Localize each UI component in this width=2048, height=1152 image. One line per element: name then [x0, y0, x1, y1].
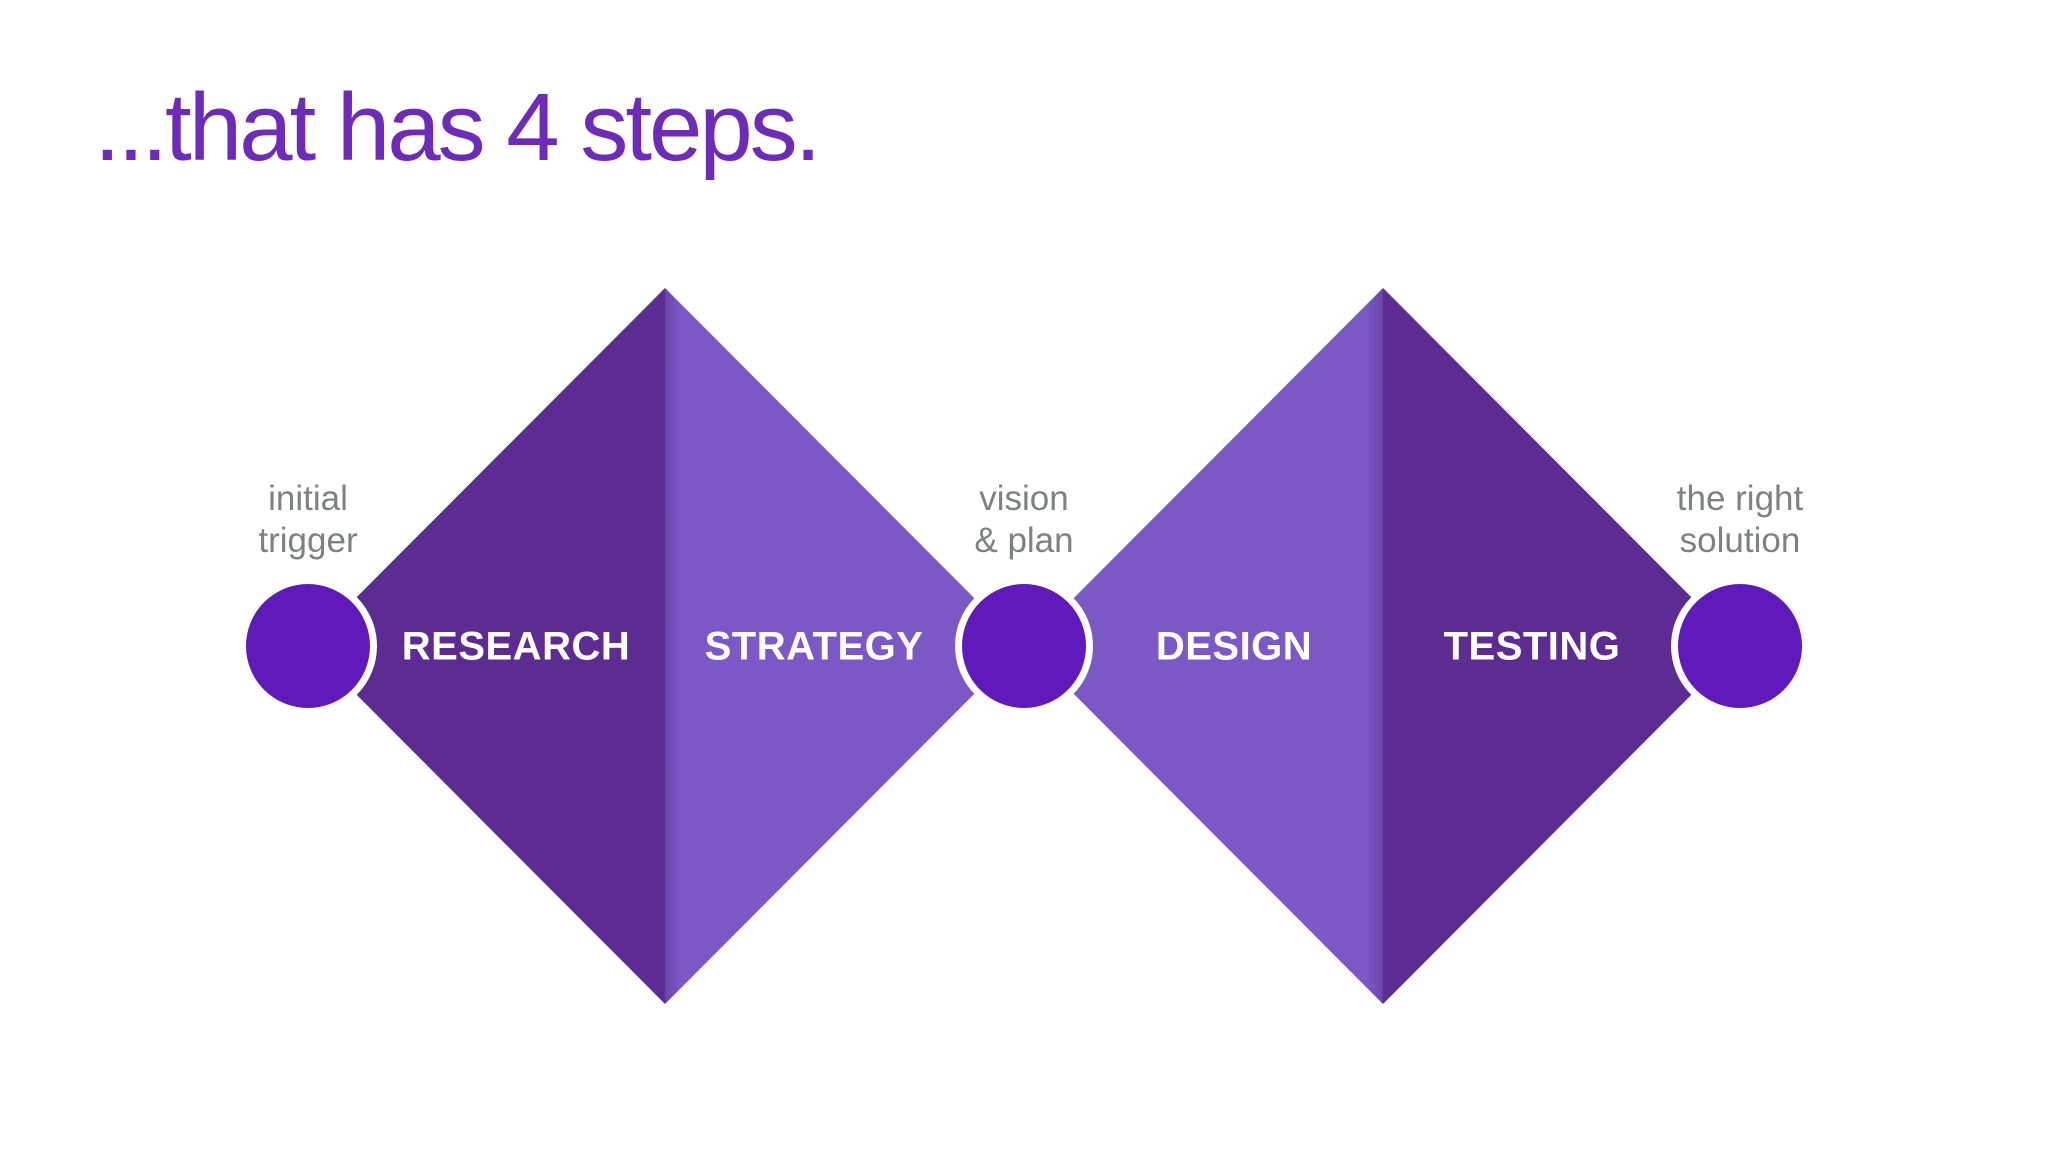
- step-label-design: DESIGN: [1155, 624, 1313, 669]
- slide-title: ...that has 4 steps.: [94, 74, 821, 181]
- milestone-node-end: [1671, 577, 1809, 715]
- step-label-research: RESEARCH: [401, 624, 631, 669]
- milestone-node-start: [239, 577, 377, 715]
- step-label-strategy: STRATEGY: [704, 624, 924, 669]
- milestone-line: vision: [979, 479, 1069, 518]
- milestone-line: & plan: [974, 521, 1074, 560]
- diamond-design-testing: [1026, 288, 1740, 1004]
- milestone-label-right-solution: the right solution: [1580, 478, 1900, 562]
- milestone-line: the right: [1676, 479, 1804, 518]
- step-label-testing: TESTING: [1443, 624, 1621, 669]
- milestone-label-initial-trigger: initial trigger: [148, 478, 468, 562]
- milestone-line: initial: [268, 479, 348, 518]
- milestone-node-middle: [955, 577, 1093, 715]
- milestone-line: trigger: [258, 521, 358, 560]
- milestone-label-vision-plan: vision & plan: [864, 478, 1184, 562]
- milestone-line: solution: [1679, 521, 1801, 560]
